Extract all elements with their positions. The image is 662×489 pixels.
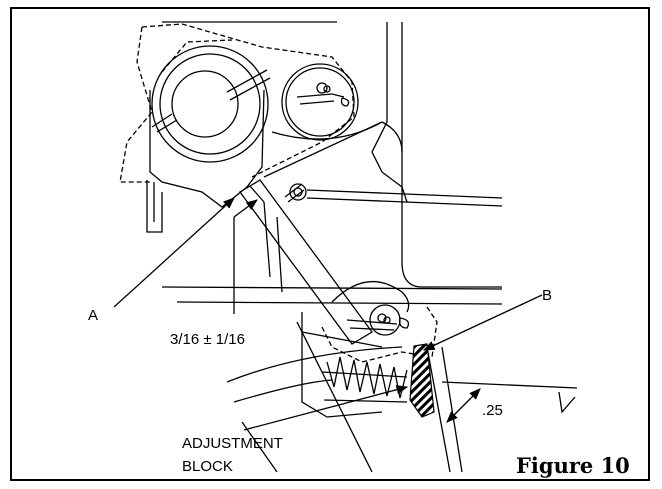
mechanical-diagram: A B 3/16 ± 1/16 .25 ADJUSTMENT BLOCK Fig… [88, 21, 630, 478]
label-a: A [88, 307, 98, 324]
dimension-label: 3/16 ± 1/16 [170, 331, 245, 348]
adjustment-block-label-line1: ADJUSTMENT [182, 435, 283, 452]
adjustment-block [409, 343, 435, 418]
adjustment-block-label-line2: BLOCK [182, 458, 233, 475]
diagram-frame: A B 3/16 ± 1/16 .25 ADJUSTMENT BLOCK Fig… [10, 7, 650, 481]
figure-title: Figure 10 [516, 453, 630, 478]
gap-label: .25 [482, 402, 503, 419]
label-b: B [542, 287, 552, 304]
